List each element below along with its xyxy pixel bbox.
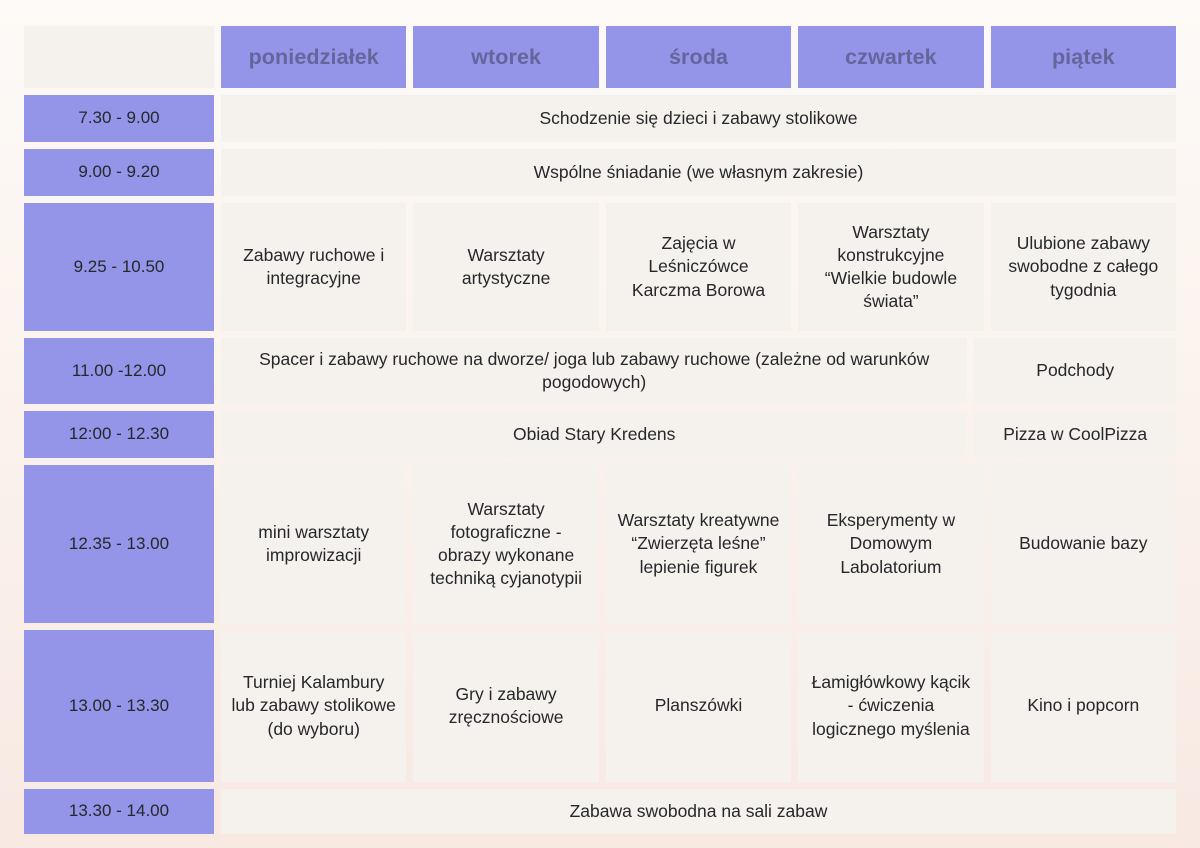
activity-cell-thursday: Łamigłówkowy kącik - ćwiczenia logiczneg…	[798, 630, 984, 782]
activity-cell-tuesday: Warsztaty fotograficzne - obrazy wykonan…	[413, 465, 599, 623]
table-row: 9.25 - 10.50 Zabawy ruchowe i integracyj…	[24, 203, 1177, 331]
activity-cell-fullweek: Zabawa swobodna na sali zabaw	[221, 789, 1176, 834]
activity-cell-mon-thu: Spacer i zabawy ruchowe na dworze/ joga …	[221, 338, 968, 404]
activity-cell-tuesday: Gry i zabawy zręcznościowe	[413, 630, 599, 782]
activity-cell-wednesday: Warsztaty kreatywne “Zwierzęta leśne” le…	[605, 465, 792, 623]
header-day-wednesday: środa	[605, 26, 792, 88]
header-day-tuesday: wtorek	[413, 26, 599, 88]
table-row: 7.30 - 9.00 Schodzenie się dzieci i zaba…	[24, 95, 1176, 142]
activity-cell-friday: Ulubione zabawy swobodne z całego tygodn…	[990, 203, 1177, 331]
time-label: 11.00 -12.00	[24, 338, 214, 404]
table-row: 13.00 - 13.30 Turniej Kalambury lub zaba…	[24, 630, 1177, 782]
time-label: 13.00 - 13.30	[24, 630, 214, 782]
activity-cell-friday: Podchody	[974, 338, 1176, 404]
activity-cell-fullweek: Wspólne śniadanie (we własnym zakresie)	[221, 149, 1176, 196]
table-row: 12.35 - 13.00 mini warsztaty improwizacj…	[24, 465, 1177, 623]
activity-cell-fullweek: Schodzenie się dzieci i zabawy stolikowe	[221, 95, 1176, 142]
time-label: 12.35 - 13.00	[24, 465, 214, 623]
activity-cell-wednesday: Zajęcia w Leśniczówce Karczma Borowa	[605, 203, 792, 331]
activity-cell-mon-thu: Obiad Stary Kredens	[221, 411, 968, 458]
table-row: 12:00 - 12.30 Obiad Stary Kredens Pizza …	[24, 411, 1176, 458]
activity-cell-monday: Zabawy ruchowe i integracyjne	[221, 203, 407, 331]
activity-cell-friday: Kino i popcorn	[990, 630, 1177, 782]
activity-cell-friday: Budowanie bazy	[990, 465, 1177, 623]
time-label: 12:00 - 12.30	[24, 411, 214, 458]
time-label: 9.25 - 10.50	[24, 203, 214, 331]
table-header-row: poniedziałek wtorek środa czwartek piąte…	[24, 26, 1177, 88]
activity-cell-monday: Turniej Kalambury lub zabawy stolikowe (…	[221, 630, 407, 782]
activity-cell-wednesday: Planszówki	[605, 630, 792, 782]
weekly-schedule-table: poniedziałek wtorek środa czwartek piąte…	[24, 26, 1177, 834]
table-row: 9.00 - 9.20 Wspólne śniadanie (we własny…	[24, 149, 1176, 196]
activity-cell-thursday: Warsztaty konstrukcyjne “Wielkie budowle…	[798, 203, 984, 331]
activity-cell-monday: mini warsztaty improwizacji	[221, 465, 407, 623]
table-row: 11.00 -12.00 Spacer i zabawy ruchowe na …	[24, 338, 1176, 404]
header-day-friday: piątek	[990, 26, 1177, 88]
time-label: 7.30 - 9.00	[24, 95, 214, 142]
header-day-thursday: czwartek	[798, 26, 984, 88]
activity-cell-tuesday: Warsztaty artystyczne	[413, 203, 599, 331]
time-label: 9.00 - 9.20	[24, 149, 214, 196]
header-corner-cell	[24, 26, 214, 88]
table-row: 13.30 - 14.00 Zabawa swobodna na sali za…	[24, 789, 1176, 834]
time-label: 13.30 - 14.00	[24, 789, 214, 834]
activity-cell-friday: Pizza w CoolPizza	[974, 411, 1176, 458]
activity-cell-thursday: Eksperymenty w Domowym Labolatorium	[798, 465, 984, 623]
header-day-monday: poniedziałek	[221, 26, 407, 88]
